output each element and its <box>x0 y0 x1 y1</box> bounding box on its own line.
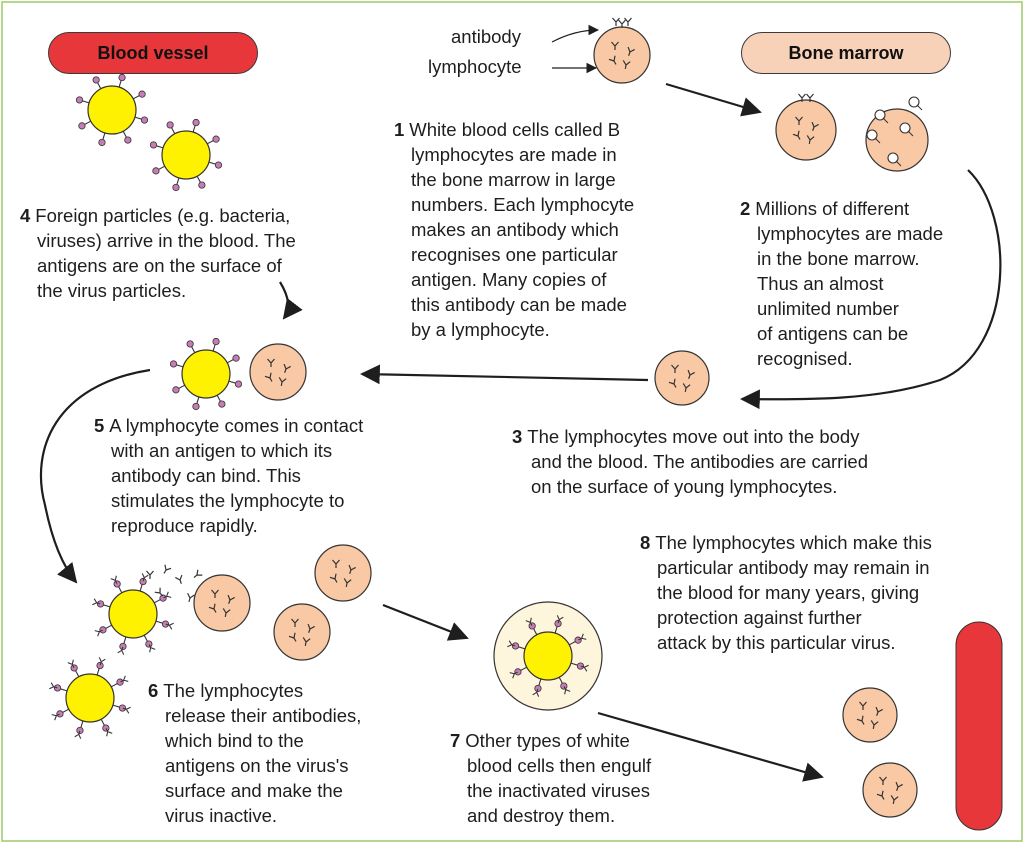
lymphocyte-step2-b <box>866 97 928 171</box>
arrow-step3-to-5 <box>362 374 648 380</box>
lymphocyte-step6-a <box>194 575 250 631</box>
lymphocyte-step8-a <box>843 688 897 742</box>
lymphocyte-label: lymphocyte <box>428 56 522 78</box>
arrow-step6-to-7 <box>383 605 467 638</box>
antibody-label: antibody <box>451 26 521 48</box>
blood-vessel-tube <box>956 622 1002 830</box>
lymphocyte-step8-b <box>863 763 917 817</box>
lymphocyte-step3 <box>655 351 709 405</box>
lymphocyte-step2-a <box>776 100 836 160</box>
blood-vessel-label: Blood vessel <box>48 32 258 74</box>
arrow-step1-to-2 <box>666 84 760 112</box>
bone-marrow-label-text: Bone marrow <box>788 43 903 64</box>
virus-step4-b <box>150 119 221 190</box>
lymphocyte-step6-c <box>274 604 330 660</box>
lymphocyte-step6-b <box>315 545 371 601</box>
lymphocyte-step5 <box>250 344 306 400</box>
blood-vessel-label-text: Blood vessel <box>97 43 208 64</box>
virus-step5 <box>170 338 241 409</box>
lymphocyte-step1 <box>594 27 650 83</box>
virus-step4-a <box>76 74 147 145</box>
virus-step6-a <box>92 573 173 654</box>
bone-marrow-label: Bone marrow <box>741 32 951 74</box>
virus-step6-b <box>49 657 130 738</box>
arrow-label-antibody <box>552 30 598 42</box>
